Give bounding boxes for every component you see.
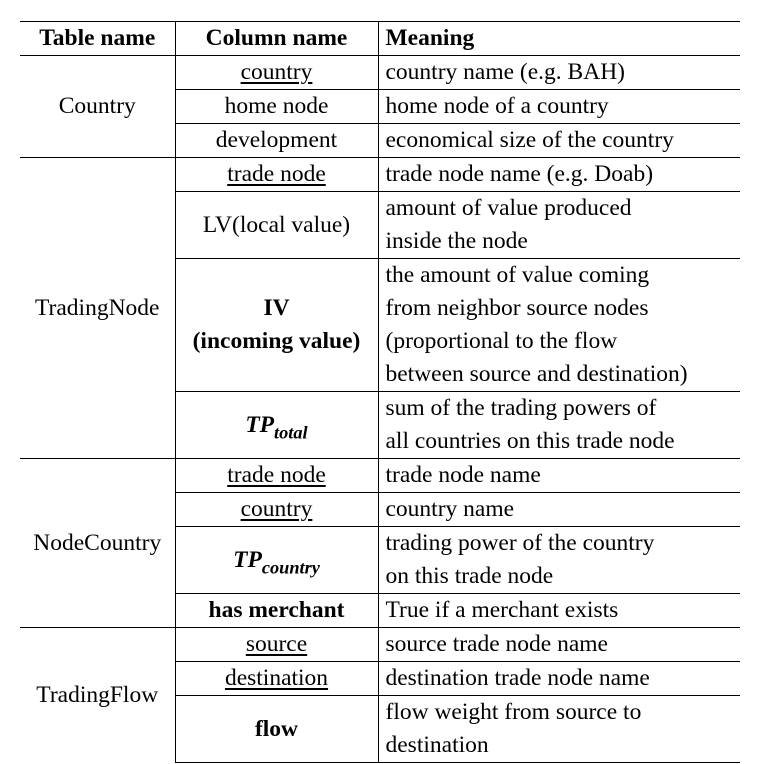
header-meaning: Meaning: [378, 21, 740, 56]
meaning-line: trading power of the country: [385, 530, 655, 556]
column-name: trade node: [175, 157, 379, 192]
math-subscript: country: [261, 556, 320, 577]
meaning-line: on this trade node: [385, 563, 554, 589]
column-name: TPcountry: [175, 526, 379, 594]
column-name: development: [175, 123, 379, 158]
table-name-tradingflow: TradingFlow: [20, 627, 176, 763]
table-row: NodeCountry trade node trade node name: [20, 458, 740, 628]
column-name: country: [175, 55, 379, 90]
table-row: destination destination trade node name: [20, 661, 740, 696]
meaning-cell: country name (e.g. BAH): [385, 59, 626, 85]
meaning-line: from neighbor source nodes: [385, 295, 649, 321]
header-row: Table name Column name Meaning: [20, 21, 740, 56]
column-name: source: [175, 627, 379, 662]
schema-table-container: Table name Column name Meaning Country c…: [20, 21, 740, 763]
primary-key-column: country: [240, 496, 313, 522]
primary-key-column: destination: [224, 665, 329, 691]
table-name-country: Country: [20, 55, 176, 158]
meaning-line: (proportional to the flow: [385, 328, 618, 354]
math-subscript: total: [274, 421, 308, 442]
column-name: destination: [175, 661, 379, 696]
meaning-line: the amount of value coming: [385, 262, 650, 288]
meaning-line: between source and destination): [385, 361, 688, 387]
meaning-line: amount of value produced: [385, 195, 632, 221]
column-name: has merchant: [175, 593, 379, 628]
meaning-cell: sum of the trading powers of all countri…: [378, 391, 740, 459]
meaning-cell: economical size of the country: [378, 123, 740, 158]
schema-table: Table name Column name Meaning Country c…: [20, 21, 740, 763]
table-row: LV(local value) amount of value produced…: [20, 191, 740, 259]
column-name: flow: [175, 695, 379, 763]
meaning-cell: amount of value produced inside the node: [378, 191, 740, 259]
table-name-nodecountry: NodeCountry: [20, 458, 176, 628]
math-symbol: TPtotal: [245, 411, 307, 442]
column-name: home node: [175, 89, 379, 124]
math-symbol: TPcountry: [233, 546, 320, 577]
table-row: TradingNode trade node trade node name (…: [20, 157, 740, 459]
meaning-line: destination: [385, 732, 489, 758]
table-row: TPtotal sum of the trading powers of all…: [20, 391, 740, 459]
meaning-cell: trading power of the country on this tra…: [378, 526, 740, 594]
column-name: IV (incoming value): [175, 258, 379, 392]
meaning-line: sum of the trading powers of: [385, 395, 657, 421]
meaning-cell: trade node name (e.g. Doab): [378, 157, 740, 192]
table-row: flow flow weight from source to destinat…: [20, 695, 740, 763]
meaning-line: flow weight from source to: [385, 699, 642, 725]
primary-key-column: trade node: [227, 462, 326, 488]
meaning-cell: trade node name: [378, 458, 740, 493]
math-main: TP: [245, 411, 275, 438]
header-column-name: Column name: [175, 21, 379, 56]
column-line: (incoming value): [192, 328, 361, 354]
meaning-line: all countries on this trade node: [385, 428, 675, 454]
meaning-cell: source trade node name: [378, 627, 740, 662]
meaning-cell: the amount of value coming from neighbor…: [378, 258, 740, 392]
table-row: TradingFlow source source trade node nam…: [20, 627, 740, 763]
primary-key-column: source: [245, 631, 308, 657]
table-row: IV (incoming value) the amount of value …: [20, 258, 740, 392]
table-row: TPcountry trading power of the country o…: [20, 526, 740, 594]
column-name: country: [175, 492, 379, 527]
table-row: home node home node of a country: [20, 89, 740, 124]
header-table-name: Table name: [20, 21, 176, 56]
meaning-cell: destination trade node name: [378, 661, 740, 696]
meaning-line: inside the node: [385, 228, 528, 254]
meaning-cell: country name: [378, 492, 740, 527]
table-row: has merchant True if a merchant exists: [20, 593, 740, 628]
meaning-cell: flow weight from source to destination: [378, 695, 740, 763]
primary-key-column: trade node: [227, 161, 326, 187]
table-name-tradingnode: TradingNode: [20, 157, 176, 459]
math-main: TP: [233, 546, 262, 573]
primary-key-column: country: [240, 59, 313, 85]
table-row: country country name: [20, 492, 740, 527]
column-name: trade node: [175, 458, 379, 493]
column-line: IV: [263, 295, 290, 321]
table-row: development economical size of the count…: [20, 123, 740, 158]
meaning-cell: home node of a country: [378, 89, 740, 124]
column-name: TPtotal: [175, 391, 379, 459]
table-row: Country country country name (e.g. BAH): [20, 55, 740, 158]
meaning-cell: True if a merchant exists: [378, 593, 740, 628]
column-name: LV(local value): [175, 191, 379, 259]
